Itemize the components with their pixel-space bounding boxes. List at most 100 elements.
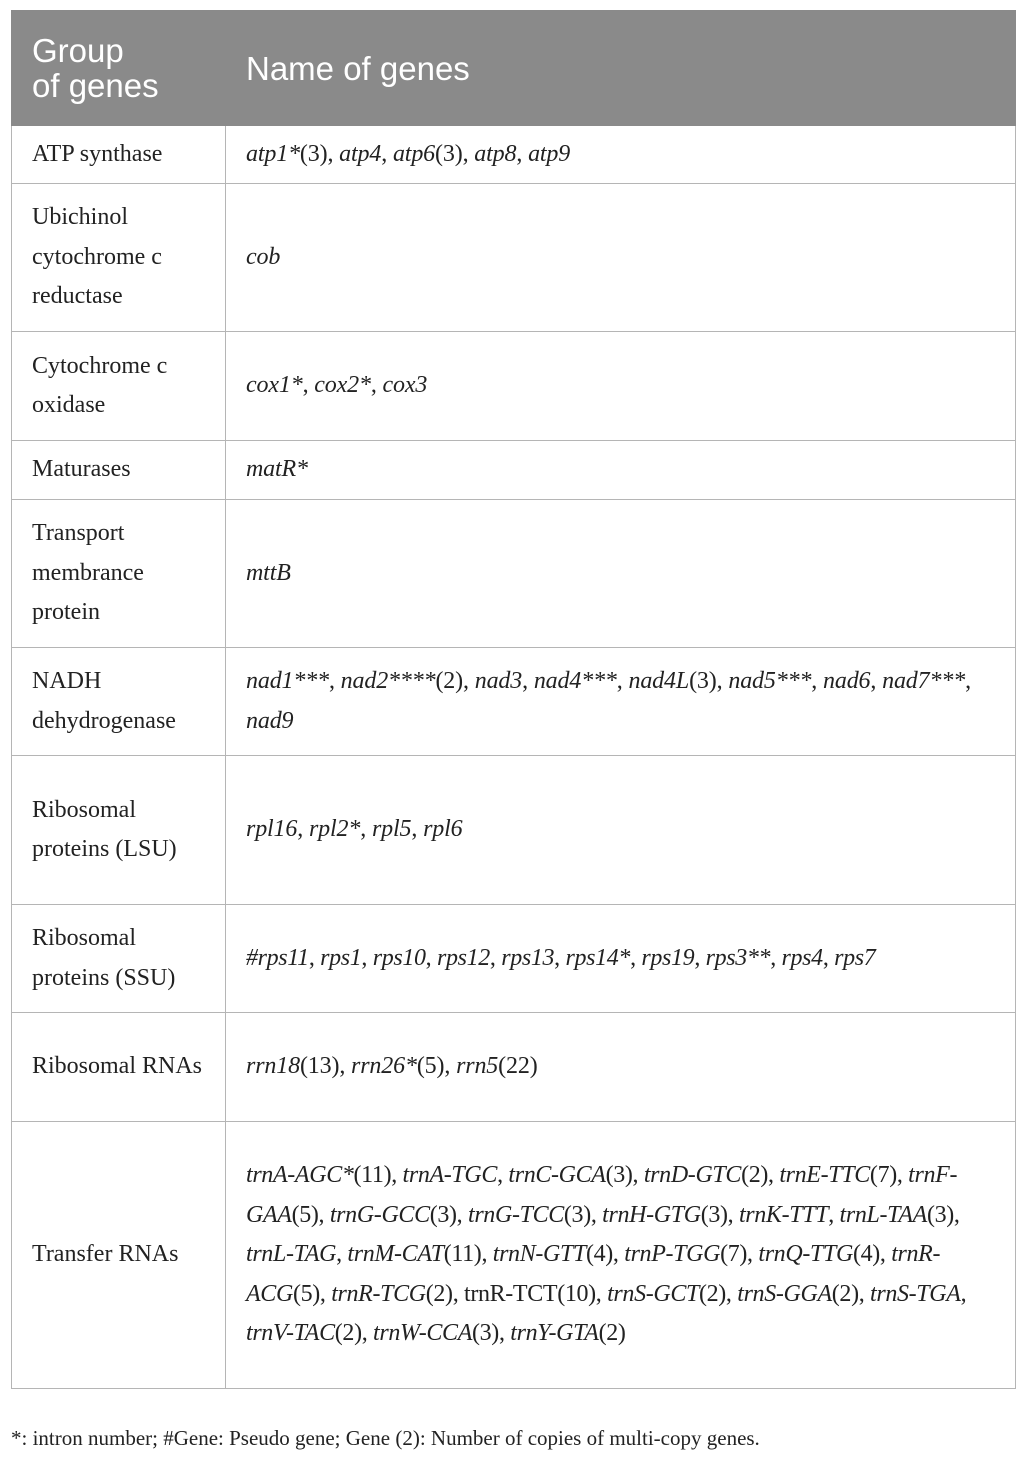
gene-name: trnY-GTA bbox=[510, 1320, 599, 1347]
gene-annotation: , bbox=[960, 1280, 967, 1307]
gene-name: trnP-TGG bbox=[624, 1241, 721, 1268]
gene-annotation: , bbox=[522, 668, 534, 694]
gene-annotation: , bbox=[360, 816, 372, 843]
gene-name: atp1* bbox=[246, 140, 300, 167]
gene-annotation: (4), bbox=[586, 1241, 625, 1268]
gene-table-container: Group of genes Name of genes ATP synthas… bbox=[11, 10, 1016, 1389]
group-cell: Transfer RNAs bbox=[11, 1121, 226, 1389]
gene-annotation: trnR-TCT bbox=[464, 1280, 558, 1307]
genes-cell: matR* bbox=[225, 440, 1016, 500]
gene-annotation: , bbox=[694, 944, 706, 971]
gene-name: #rps11 bbox=[246, 944, 309, 971]
genes-cell: cob bbox=[225, 183, 1016, 332]
gene-annotation: , bbox=[965, 668, 971, 694]
gene-name: trnN-GTT bbox=[492, 1241, 587, 1268]
gene-name: trnC-GCA bbox=[508, 1162, 606, 1189]
header-name-of-genes: Name of genes bbox=[225, 10, 1016, 126]
gene-name: trnG-TCC bbox=[468, 1201, 564, 1228]
gene-name: nad7*** bbox=[882, 668, 966, 694]
gene-annotation: , bbox=[308, 944, 321, 971]
gene-annotation: , bbox=[381, 140, 393, 167]
gene-annotation: , bbox=[822, 944, 835, 971]
group-cell: NADH dehydrogenase bbox=[11, 647, 226, 756]
header-group-of-genes: Group of genes bbox=[11, 10, 226, 126]
gene-name: cox3 bbox=[382, 372, 428, 399]
gene-annotation: (2), bbox=[425, 1280, 465, 1307]
gene-annotation: (2), bbox=[831, 1280, 871, 1307]
table-header-row: Group of genes Name of genes bbox=[11, 10, 1016, 126]
gene-name: trnH-GTG bbox=[602, 1201, 701, 1228]
gene-annotation: , bbox=[554, 944, 566, 971]
gene-name: atp6 bbox=[392, 140, 436, 167]
gene-annotation: (13), bbox=[299, 1053, 352, 1080]
gene-name: trnL-TAG bbox=[246, 1241, 337, 1268]
gene-name: trnS-GGA bbox=[737, 1280, 832, 1307]
gene-name: matR* bbox=[246, 456, 308, 483]
gene-annotation: (3), bbox=[605, 1162, 644, 1189]
gene-name: rps7 bbox=[834, 944, 876, 971]
gene-name: cox1* bbox=[246, 372, 303, 399]
gene-annotation: , bbox=[328, 668, 341, 694]
gene-name: trnA-AGC* bbox=[246, 1162, 354, 1189]
gene-name: rps12 bbox=[436, 944, 490, 971]
gene-name: nad9 bbox=[246, 707, 294, 734]
gene-annotation: , bbox=[811, 668, 823, 694]
gene-name: trnR-TCG bbox=[331, 1280, 426, 1307]
group-cell: Transport membrance protein bbox=[11, 499, 226, 648]
gene-name: rrn26* bbox=[351, 1053, 417, 1080]
genes-cell: nad1***, nad2****(2), nad3, nad4***, nad… bbox=[225, 647, 1016, 756]
gene-annotation: , bbox=[770, 944, 782, 971]
gene-annotation: (3), bbox=[926, 1201, 960, 1228]
table-body: ATP synthase atp1*(3), atp4, atp6(3), at… bbox=[11, 125, 1016, 1389]
gene-name: trnW-CCA bbox=[373, 1320, 473, 1347]
gene-name: cob bbox=[246, 243, 281, 270]
gene-name: trnS-GCT bbox=[607, 1280, 699, 1307]
gene-name: trnG-GCC bbox=[329, 1201, 430, 1228]
gene-annotation: (3), bbox=[435, 140, 475, 167]
table-row: Transport membrance protein mttB bbox=[11, 499, 1016, 648]
gene-name: nad5*** bbox=[728, 668, 812, 694]
gene-annotation: (2), bbox=[699, 1280, 738, 1307]
gene-name: trnQ-TTG bbox=[758, 1241, 853, 1268]
genes-cell: #rps11, rps1, rps10, rps12, rps13, rps14… bbox=[225, 904, 1016, 1013]
gene-annotation: (22) bbox=[498, 1053, 538, 1080]
gene-name: trnL-TAA bbox=[839, 1201, 928, 1228]
gene-table: Group of genes Name of genes ATP synthas… bbox=[11, 10, 1016, 1389]
gene-annotation: (4), bbox=[852, 1241, 892, 1268]
table-row: Ubichinol cytochrome c reductase cob bbox=[11, 183, 1016, 332]
gene-annotation: , bbox=[302, 372, 315, 399]
gene-name: rpl2* bbox=[308, 816, 361, 843]
genes-cell: trnA-AGC*(11), trnA-TGC, trnC-GCA(3), tr… bbox=[225, 1121, 1016, 1389]
genes-cell: atp1*(3), atp4, atp6(3), atp8, atp9 bbox=[225, 125, 1016, 184]
gene-annotation: (2), bbox=[334, 1320, 374, 1347]
gene-annotation: (3), bbox=[700, 1201, 739, 1228]
gene-name: trnD-GTC bbox=[643, 1162, 742, 1189]
gene-annotation: (3), bbox=[429, 1201, 468, 1228]
table-row: Transfer RNAs trnA-AGC*(11), trnA-TGC, t… bbox=[11, 1121, 1016, 1389]
gene-annotation: , bbox=[361, 944, 373, 971]
gene-name: trnV-TAC bbox=[246, 1320, 335, 1347]
gene-annotation: , bbox=[516, 140, 529, 167]
gene-name: mttB bbox=[246, 559, 291, 586]
gene-name: trnE-TTC bbox=[779, 1162, 870, 1189]
gene-name: rps3** bbox=[705, 944, 771, 971]
table-row: NADH dehydrogenase nad1***, nad2****(2),… bbox=[11, 647, 1016, 756]
table-row: Cytochrome c oxidase cox1*, cox2*, cox3 bbox=[11, 331, 1016, 441]
table-row: Ribosomal proteins (SSU) #rps11, rps1, r… bbox=[11, 904, 1016, 1013]
gene-name: cox2* bbox=[314, 372, 371, 399]
gene-annotation: (11), bbox=[353, 1162, 403, 1189]
table-row: ATP synthase atp1*(3), atp4, atp6(3), at… bbox=[11, 125, 1016, 184]
gene-annotation: , bbox=[616, 668, 629, 694]
group-cell: Ribosomal proteins (LSU) bbox=[11, 755, 226, 905]
genes-cell: rpl16, rpl2*, rpl5, rpl6 bbox=[225, 755, 1016, 905]
gene-name: trnK-TTT bbox=[738, 1201, 829, 1228]
gene-annotation: (5), bbox=[416, 1053, 457, 1080]
gene-annotation: (3), bbox=[689, 668, 729, 694]
genes-cell: mttB bbox=[225, 499, 1016, 648]
gene-name: nad4*** bbox=[533, 668, 617, 694]
gene-name: nad1*** bbox=[246, 668, 329, 694]
gene-name: rpl5 bbox=[371, 816, 412, 843]
gene-name: rps10 bbox=[372, 944, 426, 971]
gene-name: trnR-ACG bbox=[246, 1241, 941, 1307]
group-cell: ATP synthase bbox=[11, 125, 226, 184]
